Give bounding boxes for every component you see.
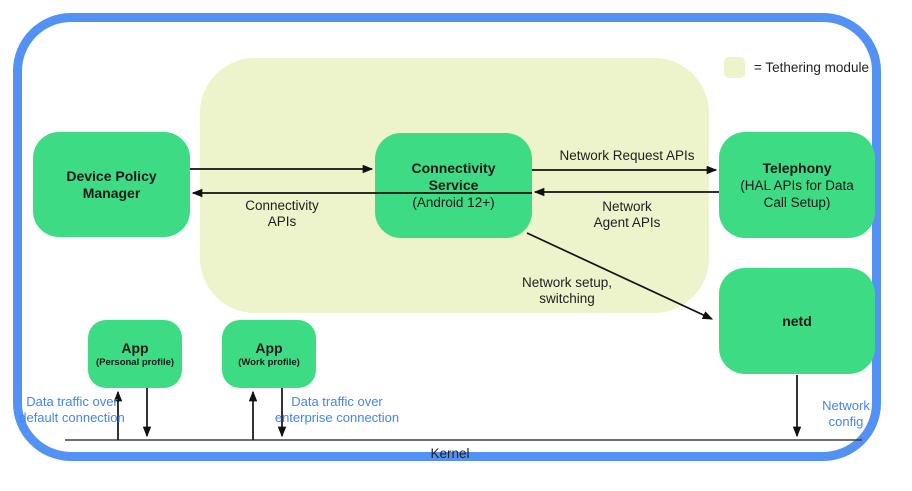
label-network-agent-apis: Network Agent APIs	[593, 199, 661, 230]
node-telephony: Telephony (HAL APIs for Data Call Setup)	[719, 132, 875, 238]
label-connectivity-apis: Connectivity APIs	[245, 198, 319, 229]
node-device-policy-manager: Device Policy Manager	[33, 132, 190, 237]
node-title: Connectivity Service	[411, 160, 496, 193]
node-title: Device Policy Manager	[66, 167, 157, 201]
label-network-request-apis: Network Request APIs	[559, 148, 695, 163]
tethering-module-swatch	[724, 57, 745, 78]
legend: = Tethering module	[724, 57, 869, 78]
label-kernel: Kernel	[430, 446, 470, 461]
label-data-traffic-default: Data traffic over default connection	[19, 394, 125, 425]
label-data-traffic-enterprise: Data traffic over enterprise connection	[274, 394, 400, 425]
label-network-config: Network config	[822, 398, 870, 429]
node-app-personal: App (Personal profile)	[88, 320, 182, 388]
node-app-work: App (Work profile)	[222, 320, 316, 388]
node-netd: netd	[719, 268, 875, 374]
node-subtitle: (Personal profile)	[95, 356, 175, 368]
diagram-outer-border	[13, 13, 881, 461]
node-subtitle: (Work profile)	[238, 356, 300, 368]
node-subtitle: (Android 12+)	[412, 195, 495, 210]
node-title: Telephony	[762, 159, 832, 176]
label-network-setup-switching: Network setup, switching	[521, 275, 613, 306]
node-title: App	[121, 339, 149, 356]
legend-label: = Tethering module	[754, 60, 869, 75]
node-title: App	[255, 339, 283, 356]
node-subtitle: (HAL APIs for Data Call Setup)	[740, 177, 854, 210]
node-connectivity-service: Connectivity Service (Android 12+)	[375, 133, 532, 238]
node-title: netd	[782, 312, 812, 329]
